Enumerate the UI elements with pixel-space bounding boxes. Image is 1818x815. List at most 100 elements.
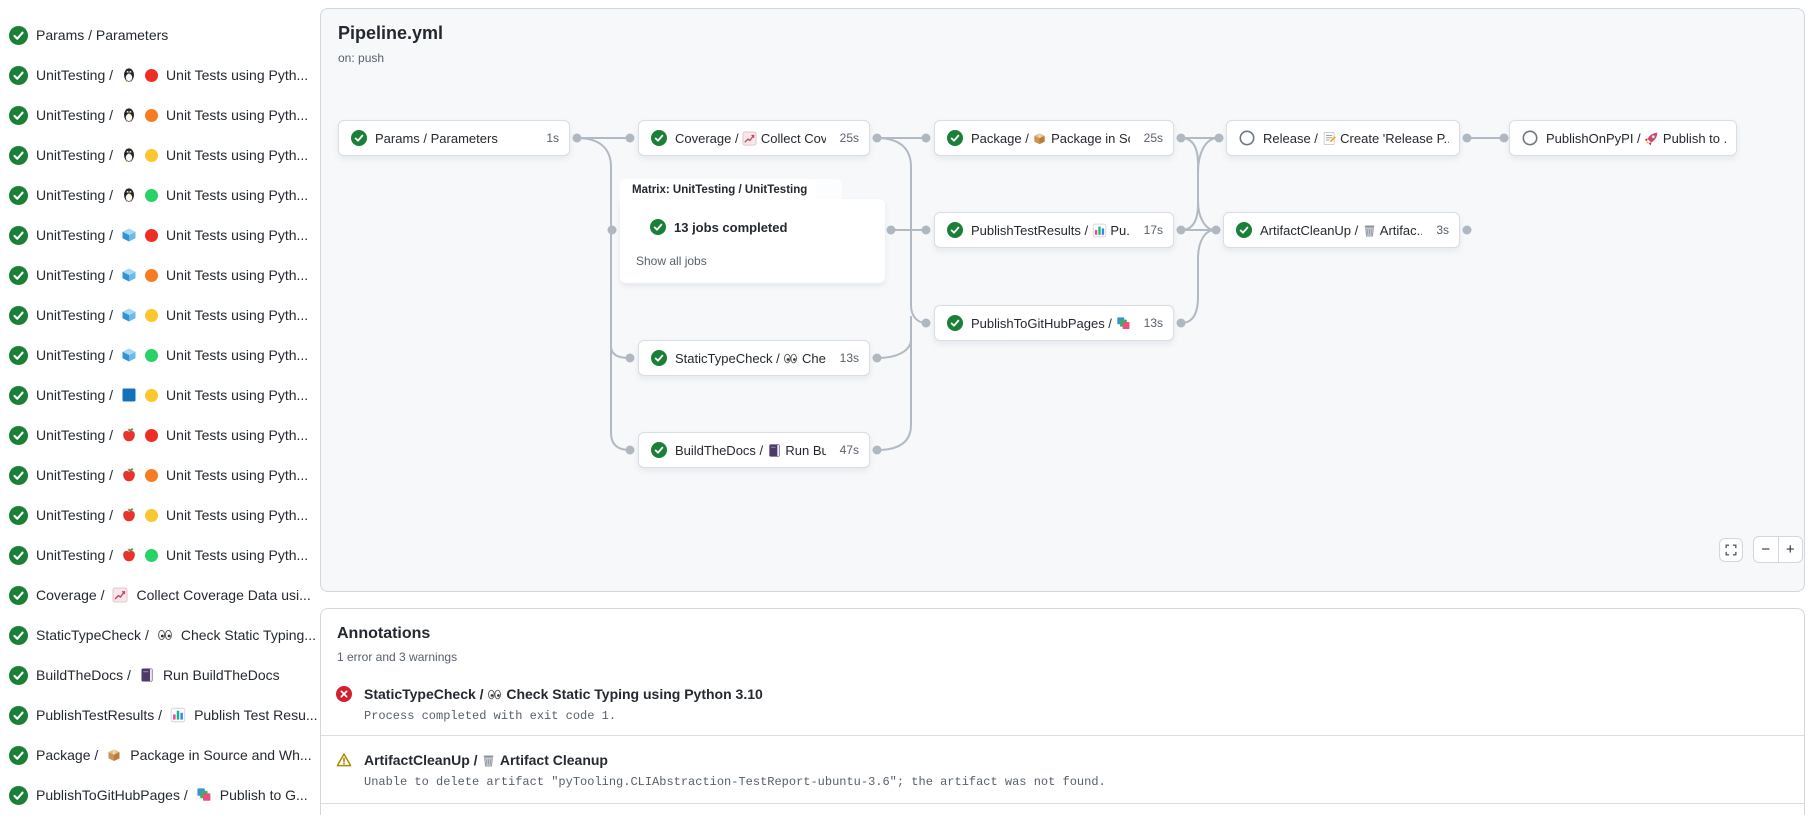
job-label-suffix: Publish Test Resu... xyxy=(194,707,318,723)
job-node-package[interactable]: Package / Package in So... 25s xyxy=(934,120,1174,156)
job-label-suffix: Unit Tests using Pyth... xyxy=(166,67,309,83)
success-check-icon xyxy=(9,306,28,325)
job-node-publishonpypi[interactable]: PublishOnPyPI / Publish to ... xyxy=(1509,120,1737,156)
job-label-prefix: Coverage / xyxy=(36,587,105,603)
sidebar-item-unittesting-linux-red[interactable]: UnitTesting / Unit Tests using Pyth... xyxy=(0,55,318,95)
blue-cube-icon xyxy=(121,347,137,363)
job-label-suffix: Unit Tests using Pyth... xyxy=(166,507,309,523)
fullscreen-button[interactable] xyxy=(1719,538,1743,562)
sidebar-item-publishtogithubpages[interactable]: PublishToGitHubPages / Publish to G... xyxy=(0,775,318,815)
package-box-icon xyxy=(106,747,122,763)
job-node-label: StaticTypeCheck / Chec... xyxy=(675,350,826,366)
sidebar-item-unittesting-windows-yellow[interactable]: UnitTesting / Unit Tests using Pyth... xyxy=(0,375,318,415)
sidebar-item-coverage[interactable]: Coverage / Collect Coverage Data usi... xyxy=(0,575,318,615)
success-check-icon xyxy=(650,219,666,235)
success-check-icon xyxy=(9,466,28,485)
job-label-prefix: UnitTesting / xyxy=(36,227,114,243)
success-check-icon xyxy=(9,786,28,805)
sidebar-item-unittesting-linux-yellow[interactable]: UnitTesting / Unit Tests using Pyth... xyxy=(0,135,318,175)
job-node-buildthedocs[interactable]: BuildTheDocs / Run Buil... 47s xyxy=(638,432,870,468)
job-node-params[interactable]: Params / Parameters 1s xyxy=(338,120,570,156)
apple-icon xyxy=(121,427,137,443)
success-check-icon xyxy=(9,106,28,125)
divider xyxy=(321,803,1804,804)
success-check-icon xyxy=(9,186,28,205)
job-label-suffix: Unit Tests using Pyth... xyxy=(166,187,309,203)
success-check-icon xyxy=(351,130,367,146)
annotations-heading: Annotations xyxy=(337,625,431,642)
job-label-suffix: Publish to G... xyxy=(219,787,308,803)
sidebar-item-unittesting-macos-red[interactable]: UnitTesting / Unit Tests using Pyth... xyxy=(0,415,318,455)
apple-icon xyxy=(121,467,137,483)
job-label-prefix: PublishTestResults / xyxy=(36,707,163,723)
job-node-publishtogithubpages[interactable]: PublishToGitHubPages / ... 13s xyxy=(934,305,1174,341)
job-label-prefix: UnitTesting / xyxy=(36,347,114,363)
linux-penguin-icon xyxy=(121,107,137,123)
success-check-icon xyxy=(651,130,667,146)
success-check-icon xyxy=(9,346,28,365)
error-x-circle-icon xyxy=(336,686,352,702)
frames-icon xyxy=(1116,316,1130,331)
job-duration: 13s xyxy=(839,351,859,365)
sidebar-item-unittesting-linux-orange[interactable]: UnitTesting / Unit Tests using Pyth... xyxy=(0,95,318,135)
sidebar-item-unittesting-cube-orange[interactable]: UnitTesting / Unit Tests using Pyth... xyxy=(0,255,318,295)
sidebar-item-buildthedocs[interactable]: BuildTheDocs / Run BuildTheDocs xyxy=(0,655,318,695)
sidebar-item-unittesting-macos-green[interactable]: UnitTesting / Unit Tests using Pyth... xyxy=(0,535,318,575)
job-node-label: Coverage / Collect Cove... xyxy=(675,130,826,146)
workflow-file-title: Pipeline.yml xyxy=(338,23,444,43)
job-node-label: ArtifactCleanUp / Artifac... xyxy=(1260,222,1422,238)
success-check-icon xyxy=(9,386,28,405)
job-label-prefix: UnitTesting / xyxy=(36,107,114,123)
sidebar-item-publishtestresults[interactable]: PublishTestResults / Publish Test Resu..… xyxy=(0,695,318,735)
job-duration: 25s xyxy=(839,131,859,145)
success-check-icon xyxy=(9,266,28,285)
success-check-icon xyxy=(9,226,28,245)
job-node-release[interactable]: Release / Create 'Release P... xyxy=(1226,120,1460,156)
matrix-summary[interactable]: 13 jobs completed xyxy=(650,219,787,235)
success-check-icon xyxy=(947,130,963,146)
annotation-warning-title[interactable]: ArtifactCleanUp / Artifact Cleanup xyxy=(364,752,608,768)
sidebar-item-unittesting-cube-green[interactable]: UnitTesting / Unit Tests using Pyth... xyxy=(0,335,318,375)
package-box-icon xyxy=(1032,131,1047,146)
zoom-out-button[interactable]: − xyxy=(1754,537,1779,562)
success-check-icon xyxy=(9,706,28,725)
sidebar-item-unittesting-macos-orange[interactable]: UnitTesting / Unit Tests using Pyth... xyxy=(0,455,318,495)
sidebar-item-unittesting-cube-red[interactable]: UnitTesting / Unit Tests using Pyth... xyxy=(0,215,318,255)
python-green-dot-icon xyxy=(145,188,159,202)
fullscreen-icon xyxy=(1724,543,1738,557)
job-label-prefix: UnitTesting / xyxy=(36,147,114,163)
sidebar-item-statictypecheck[interactable]: StaticTypeCheck / Check Static Typing... xyxy=(0,615,318,655)
sidebar-item-params[interactable]: Params / Parameters xyxy=(0,15,318,55)
sidebar-item-unittesting-macos-yellow[interactable]: UnitTesting / Unit Tests using Pyth... xyxy=(0,495,318,535)
zoom-control: − + xyxy=(1753,536,1803,563)
job-node-statictypecheck[interactable]: StaticTypeCheck / Chec... 13s xyxy=(638,340,870,376)
eyes-icon xyxy=(487,687,502,702)
python-red-dot-icon xyxy=(145,428,159,442)
sidebar-item-unittesting-cube-yellow[interactable]: UnitTesting / Unit Tests using Pyth... xyxy=(0,295,318,335)
annotation-error-title[interactable]: StaticTypeCheck / Check Static Typing us… xyxy=(364,686,763,702)
sidebar-item-unittesting-linux-green[interactable]: UnitTesting / Unit Tests using Pyth... xyxy=(0,175,318,215)
line-chart-icon xyxy=(742,131,757,146)
matrix-summary-label: 13 jobs completed xyxy=(674,219,788,235)
annotation-error-message: Process completed with exit code 1. xyxy=(364,709,617,723)
frames-icon xyxy=(196,787,212,803)
windows-blue-square-icon xyxy=(121,387,137,403)
job-node-publishtestresults[interactable]: PublishTestResults / Pu... 17s xyxy=(934,212,1174,248)
sidebar-item-package[interactable]: Package / Package in Source and Wh... xyxy=(0,735,318,775)
zoom-in-button[interactable]: + xyxy=(1785,541,1795,558)
job-label-prefix: UnitTesting / xyxy=(36,187,114,203)
job-node-artifactcleanup[interactable]: ArtifactCleanUp / Artifac... 3s xyxy=(1223,212,1460,248)
job-duration: 3s xyxy=(1436,223,1449,237)
job-label-prefix: Package / xyxy=(36,747,99,763)
show-all-jobs-link[interactable]: Show all jobs xyxy=(636,254,707,268)
job-label-suffix: Collect Coverage Data usi... xyxy=(136,587,311,603)
job-label-suffix: Unit Tests using Pyth... xyxy=(166,547,309,563)
python-orange-dot-icon xyxy=(145,468,159,482)
job-node-label: Package / Package in So... xyxy=(971,130,1130,146)
bar-chart-icon xyxy=(170,707,186,723)
job-label-suffix: Unit Tests using Pyth... xyxy=(166,267,309,283)
job-list-sidebar: Params / Parameters UnitTesting / Unit T… xyxy=(0,0,318,815)
job-node-coverage[interactable]: Coverage / Collect Cove... 25s xyxy=(638,120,870,156)
python-yellow-dot-icon xyxy=(145,388,159,402)
